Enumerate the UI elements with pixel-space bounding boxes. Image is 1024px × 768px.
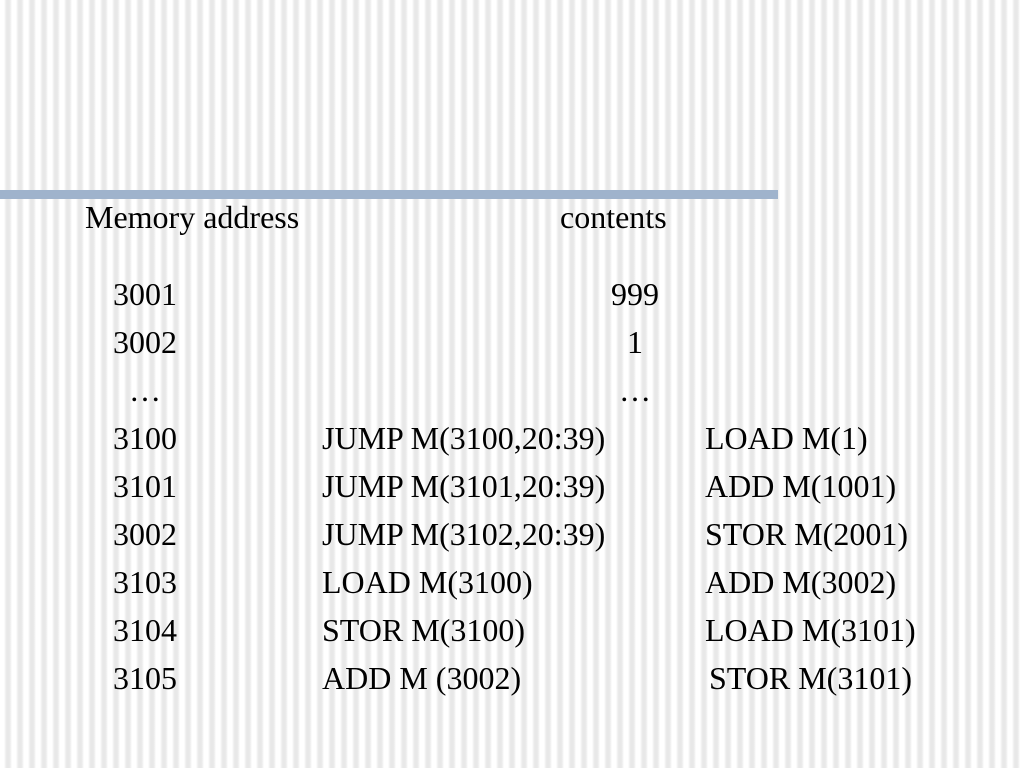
left-instruction: LOAD M(3100) [322, 564, 533, 600]
memory-row-8: 3105 ADD M (3002) STOR M(3101) [0, 654, 1024, 702]
memory-address: 3103 [113, 564, 177, 600]
memory-address: 3100 [113, 420, 177, 456]
right-instruction: STOR M(2001) [705, 516, 908, 552]
contents-header: contents [560, 199, 667, 235]
memory-address-header: Memory address [85, 199, 300, 235]
memory-row-3: 3100 JUMP M(3100,20:39) LOAD M(1) [0, 414, 1024, 462]
memory-contents: 999 [611, 276, 659, 312]
memory-row-ellipsis: … … [0, 366, 1024, 414]
memory-row-6: 3103 LOAD M(3100) ADD M(3002) [0, 558, 1024, 606]
memory-row-4: 3101 JUMP M(3101,20:39) ADD M(1001) [0, 462, 1024, 510]
memory-row-0: 3001 999 [0, 270, 1024, 318]
memory-address: 3104 [113, 612, 177, 648]
memory-address: 3002 [113, 516, 177, 552]
right-instruction: LOAD M(1) [705, 420, 868, 456]
memory-address: 3001 [113, 276, 177, 312]
title-divider [0, 190, 778, 199]
memory-row-5: 3002 JUMP M(3102,20:39) STOR M(2001) [0, 510, 1024, 558]
right-instruction: ADD M(1001) [705, 468, 897, 504]
memory-row-7: 3104 STOR M(3100) LOAD M(3101) [0, 606, 1024, 654]
memory-address: 3105 [113, 660, 177, 696]
memory-address: 3101 [113, 468, 177, 504]
right-instruction: ADD M(3002) [705, 564, 897, 600]
memory-contents: 1 [627, 324, 643, 360]
left-instruction: ADD M (3002) [322, 660, 522, 696]
left-instruction: JUMP M(3102,20:39) [322, 516, 606, 552]
left-instruction: JUMP M(3101,20:39) [322, 468, 606, 504]
left-instruction: STOR M(3100) [322, 612, 525, 648]
memory-contents: … [619, 372, 651, 408]
memory-row-1: 3002 1 [0, 318, 1024, 366]
right-instruction: LOAD M(3101) [705, 612, 916, 648]
memory-address: … [129, 372, 161, 408]
memory-address: 3002 [113, 324, 177, 360]
right-instruction: STOR M(3101) [709, 660, 912, 696]
left-instruction: JUMP M(3100,20:39) [322, 420, 606, 456]
